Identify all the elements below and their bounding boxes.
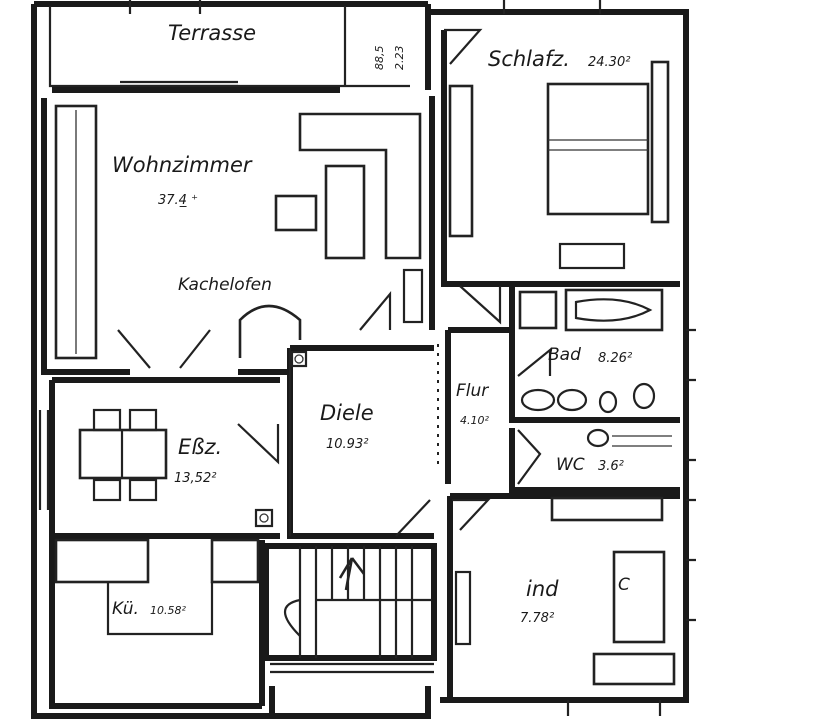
room-area-schlafz: 24.30²	[588, 55, 630, 70]
room-area-wohnzimmer: 37.4̲̲ ⁺	[158, 193, 198, 208]
room-bad: Bad 8.26²	[509, 284, 680, 423]
room-area-wc: 3.6²	[598, 459, 624, 474]
room-label-diele: Diele	[320, 401, 374, 425]
bad-fixtures	[520, 382, 656, 414]
room-label-esz: Eßz.	[178, 435, 222, 459]
closet-letter: C	[618, 575, 630, 595]
edge-marks	[502, 0, 696, 716]
room-kueche: Kü. 10.58²	[49, 538, 265, 709]
room-esz: Eßz. 13,52²	[38, 377, 280, 539]
room-area-diele: 10.93²	[326, 437, 368, 452]
room-label-kind: ind	[526, 577, 559, 601]
room-area-bad: 8.26²	[598, 351, 632, 366]
room-label-flur: Flur	[456, 381, 489, 401]
room-area-kind: 7.78²	[520, 611, 554, 626]
terrasse-area: Terrasse 88,5 2.23	[48, 0, 410, 93]
room-label-wc: WC	[556, 455, 585, 475]
room-wc: WC 3.6²	[509, 428, 680, 493]
window-dimension-bottom: 2.23	[393, 46, 406, 71]
room-label-bad: Bad	[548, 345, 581, 365]
room-kind: C ind 7.78²	[447, 493, 680, 700]
room-label-schlafz: Schlafz.	[488, 47, 570, 71]
room-area-esz: 13,52²	[174, 471, 216, 486]
window-dimension-top: 88,5	[373, 46, 386, 71]
room-label-terrasse: Terrasse	[168, 21, 256, 45]
room-flur: Flur 4.10²	[437, 327, 512, 484]
room-wohnzimmer: Wohnzimmer 37.4̲̲ ⁺ Kachelofen	[41, 96, 435, 375]
room-area-flur: 4.10²	[460, 414, 489, 427]
staircase	[263, 543, 437, 674]
room-diele: Diele 10.93²	[237, 345, 434, 539]
room-label-kueche: Kü.	[112, 599, 139, 619]
room-label-kachelofen: Kachelofen	[178, 275, 272, 295]
room-schlafz: Schlafz. 24.30²	[441, 28, 680, 325]
arrow-up-icon	[338, 557, 366, 591]
outer-walls	[31, 1, 689, 719]
room-area-kueche: 10.58²	[150, 604, 186, 617]
room-label-wohnzimmer: Wohnzimmer	[112, 153, 253, 177]
